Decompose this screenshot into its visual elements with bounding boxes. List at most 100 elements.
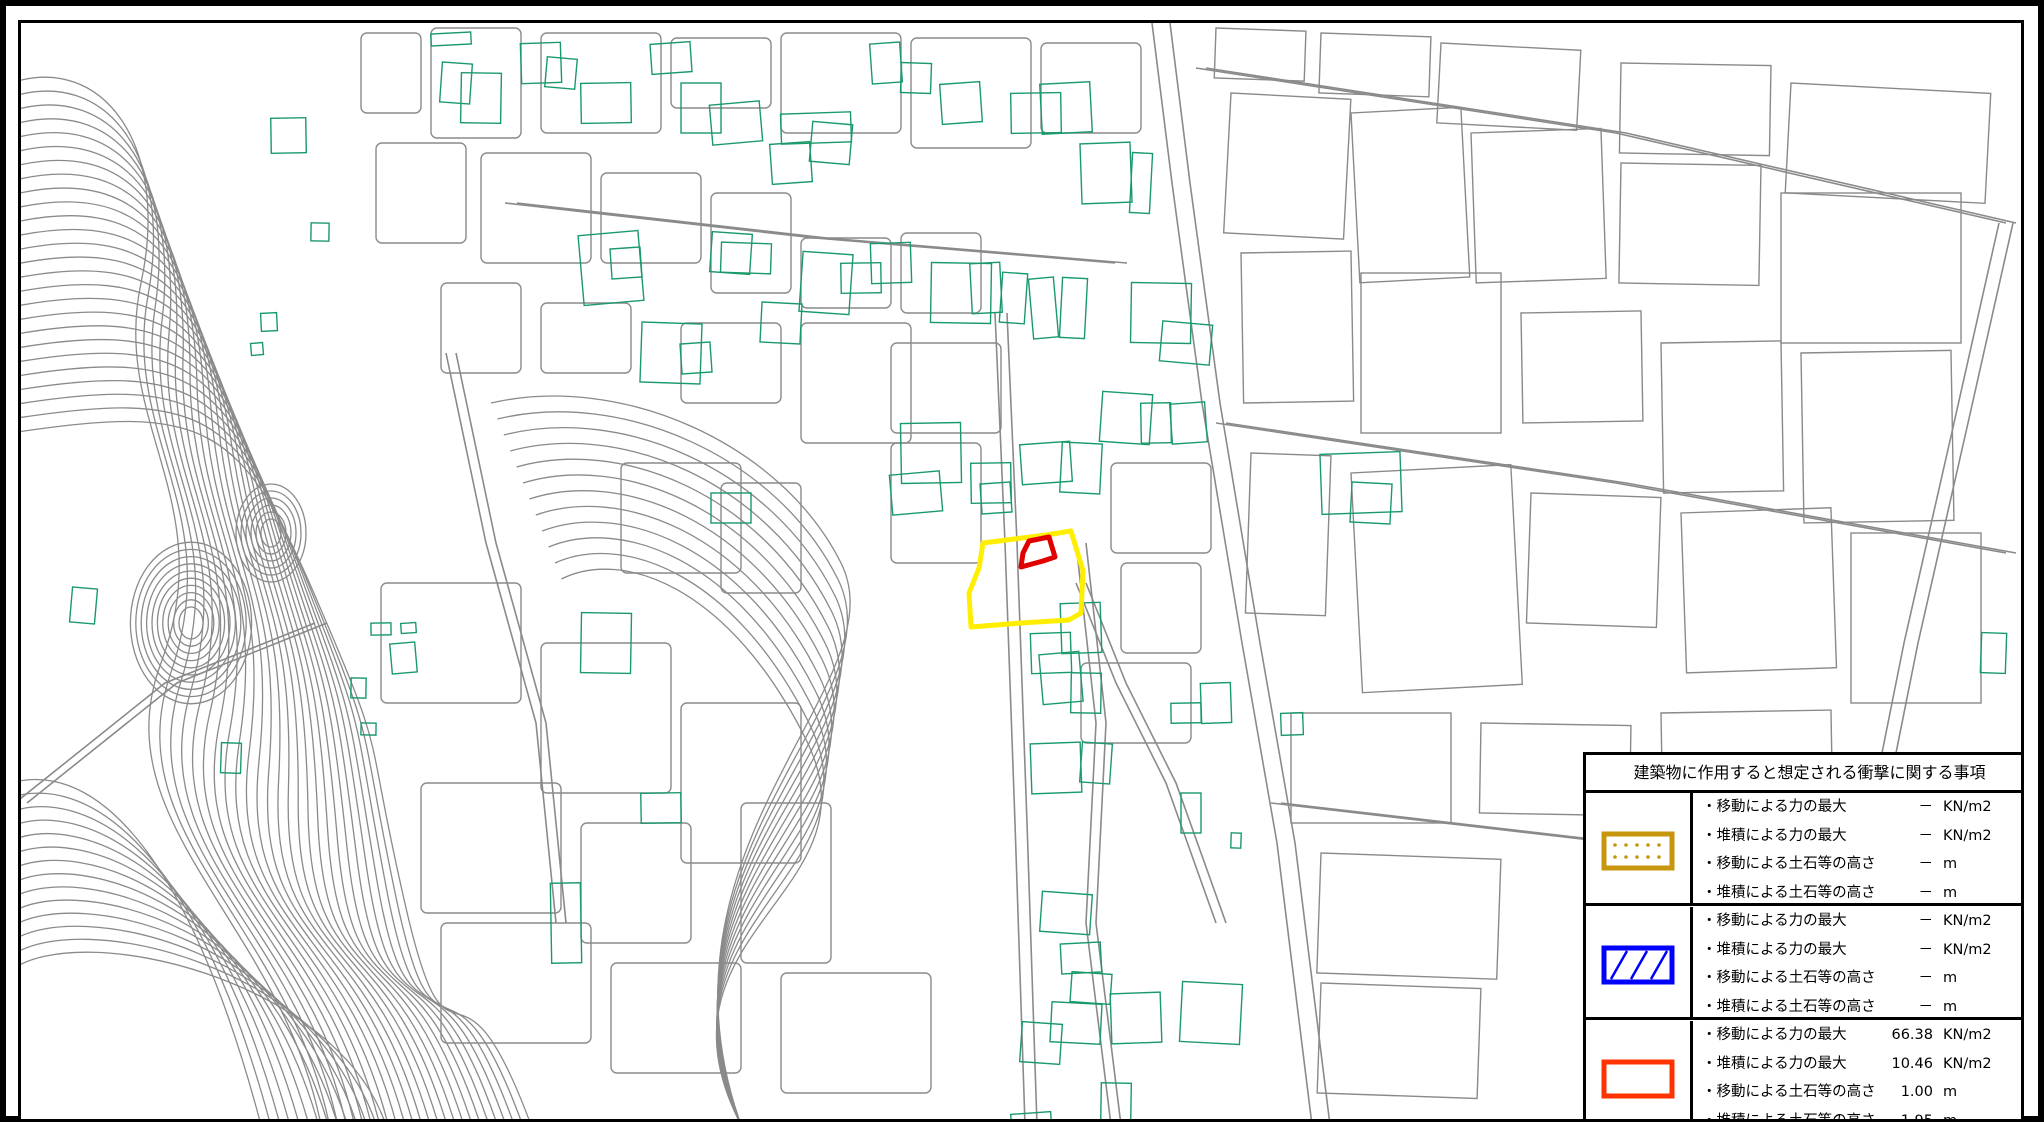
building-footprint	[1038, 80, 1094, 136]
contour-line	[21, 311, 463, 1119]
legend-row: ・堆積による土石等の高さ－m	[1696, 879, 2021, 908]
contour-line	[561, 568, 822, 1119]
row-label: ・移動による力の最大	[1702, 913, 1847, 929]
contour-line	[21, 925, 366, 1119]
row-value: －	[1918, 856, 1934, 872]
building-footprint	[579, 611, 633, 675]
field-parcel	[1470, 127, 1607, 284]
contour-line	[21, 938, 375, 1119]
field-parcel	[1213, 27, 1307, 82]
row-label: ・堆積による土石等の高さ	[1702, 884, 1876, 901]
red-special-zone[interactable]	[1018, 534, 1058, 570]
field-parcel	[1436, 42, 1582, 131]
contour-line	[21, 407, 522, 1119]
building-footprint	[1319, 450, 1403, 516]
contour-line	[21, 366, 496, 1119]
village-parcel	[580, 822, 692, 944]
field-parcel	[1290, 712, 1452, 824]
contour-loop	[129, 541, 253, 705]
building-footprint	[549, 882, 583, 964]
road-edge	[1225, 422, 2017, 554]
row-value: －	[1918, 970, 1934, 986]
field-parcel	[1680, 507, 1838, 674]
yellow-warning-zone[interactable]	[966, 528, 1086, 630]
contour-line	[21, 242, 421, 1119]
village-parcel	[440, 922, 592, 1044]
village-parcel	[740, 802, 832, 964]
contour-line	[21, 159, 371, 1119]
contour-line	[21, 338, 480, 1119]
warning-zone-area[interactable]	[966, 528, 1086, 630]
building-footprint	[1279, 711, 1305, 737]
road-edge	[1151, 23, 1313, 1119]
village-parcel	[540, 642, 672, 794]
building-footprint	[868, 41, 904, 85]
row-label: ・移動による力の最大	[1702, 1027, 1847, 1043]
building-footprint	[1158, 320, 1214, 366]
field-parcel	[1525, 492, 1662, 629]
row-unit: KN/m2	[1943, 799, 1992, 815]
building-footprint	[719, 241, 773, 275]
contour-line	[21, 899, 347, 1119]
contour-line	[21, 145, 363, 1119]
building-footprint	[929, 261, 993, 325]
road-edge	[1085, 582, 1227, 924]
field-parcel	[1660, 340, 1785, 494]
hatched-rect-icon	[1601, 945, 1675, 985]
village-parcel	[800, 237, 892, 309]
row-label: ・移動による土石等の高さ	[1702, 856, 1876, 872]
field-parcel	[1222, 92, 1352, 240]
building-footprint	[370, 622, 392, 636]
building-footprint	[1029, 741, 1083, 795]
village-parcel	[1040, 42, 1142, 134]
contour-line	[21, 819, 289, 1119]
contour-line	[21, 283, 446, 1119]
building-footprint	[1349, 481, 1393, 525]
road-edge	[994, 312, 1026, 1119]
contour-loop	[167, 591, 215, 655]
village-parcel	[375, 142, 467, 244]
building-footprint	[1109, 991, 1163, 1045]
building-footprint	[1979, 631, 2008, 675]
building-footprint	[979, 481, 1013, 515]
legend-zone-yellow: ・移動による力の最大 － KN/m2 ・堆積による力の最大－KN/m2 ・移動による…	[1586, 793, 2021, 908]
field-parcel	[1618, 62, 1772, 157]
building-footprint	[543, 55, 579, 91]
row-label: ・移動による力の最大	[1702, 799, 1847, 815]
row-value: －	[1918, 827, 1934, 844]
building-footprint	[360, 722, 377, 736]
road-edge	[445, 352, 557, 924]
field-parcel	[1316, 852, 1502, 980]
row-unit: KN/m2	[1943, 1027, 1992, 1043]
row-unit: KN/m2	[1943, 1055, 1992, 1072]
village-parcel	[380, 582, 522, 704]
field-parcel	[1360, 272, 1502, 434]
building-footprint	[68, 586, 99, 625]
building-footprint	[519, 41, 563, 85]
building-footprint	[1018, 1020, 1064, 1066]
field-parcel	[1780, 192, 1962, 344]
contour-loop	[260, 518, 282, 548]
legend-rows: ・移動による力の最大－KN/m2 ・堆積による力の最大－KN/m2 ・移動による…	[1696, 907, 2021, 1017]
row-label: ・移動による土石等の高さ	[1702, 970, 1876, 986]
legend-row: ・移動による力の最大 － KN/m2	[1696, 793, 2021, 822]
row-value: －	[1918, 799, 1934, 815]
village-parcel	[900, 232, 982, 314]
village-parcel	[1110, 462, 1212, 554]
building-footprint	[1178, 980, 1244, 1046]
building-footprint	[969, 461, 1013, 505]
road-edge	[1215, 422, 2007, 554]
legend-row: ・堆積による力の最大－KN/m2	[1696, 822, 2021, 851]
contour-line	[541, 521, 830, 1119]
contour-line	[21, 912, 356, 1119]
building-footprint	[1038, 890, 1094, 936]
building-footprint	[679, 341, 713, 375]
village-parcel	[890, 342, 1002, 434]
building-footprint	[219, 741, 243, 775]
row-unit: m	[1943, 856, 1958, 872]
contour-line	[21, 886, 337, 1119]
road-edge	[1075, 582, 1217, 924]
contour-loop	[145, 563, 237, 683]
map-canvas[interactable]	[21, 23, 2024, 1122]
